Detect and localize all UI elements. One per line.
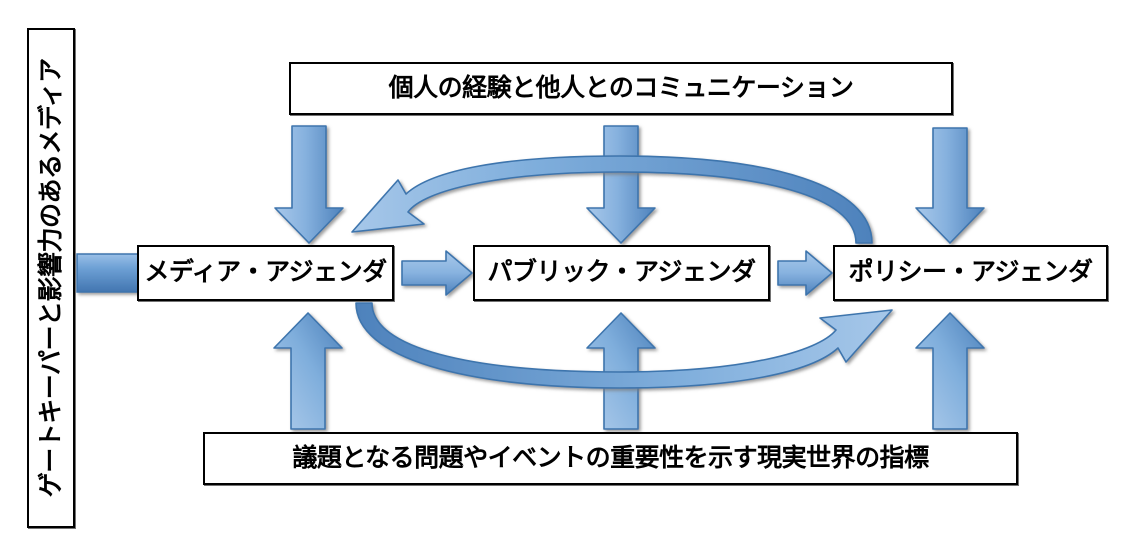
top-influence-box: 個人の経験と他人とのコミュニケーション [289,62,953,115]
arrow-down-to-public [586,125,656,244]
arrow-up-to-policy [915,312,985,430]
gatekeeper-label-text: ゲートキーパーと影響力のあるメディア [36,58,65,498]
public-agenda-label: パブリック・アジェンダ [487,258,756,287]
arrow-up-to-media [273,312,343,430]
gatekeeper-to-media-bar [76,253,140,293]
policy-agenda-label: ポリシー・アジェンダ [848,258,1093,287]
arrow-public-to-policy [777,250,833,296]
curved-arrow-policy-to-media [351,155,873,244]
curved-arrow-media-to-policy [355,302,893,389]
gatekeeper-media-label-box: ゲートキーパーと影響力のあるメディア [27,28,75,528]
arrow-down-to-policy [915,127,985,244]
media-agenda-label: メディア・アジェンダ [144,258,387,287]
arrow-up-to-public [586,312,656,430]
media-agenda-box: メディア・アジェンダ [137,245,394,301]
bottom-influence-box: 議題となる問題やイベントの重要性を示す現実世界の指標 [203,432,1018,485]
top-influence-text: 個人の経験と他人とのコミュニケーション [388,73,854,102]
bottom-influence-text: 議題となる問題やイベントの重要性を示す現実世界の指標 [292,443,929,472]
public-agenda-box: パブリック・アジェンダ [473,245,770,301]
arrow-media-to-public [401,250,473,296]
policy-agenda-box: ポリシー・アジェンダ [833,245,1108,301]
arrow-down-to-media [274,125,344,244]
